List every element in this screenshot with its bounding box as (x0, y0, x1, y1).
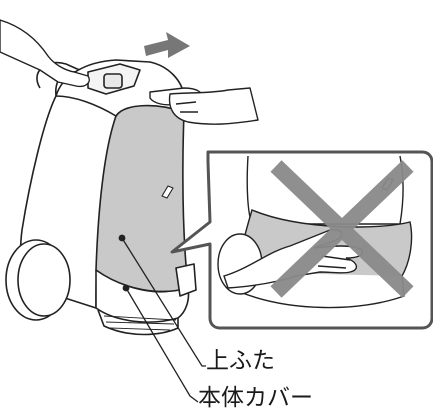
top-cover-label: 上ふた (206, 350, 275, 373)
incorrect-example-inset (172, 152, 432, 328)
body-cover-label: 本体カバー (198, 387, 313, 410)
slide-arrow-icon (144, 32, 190, 58)
